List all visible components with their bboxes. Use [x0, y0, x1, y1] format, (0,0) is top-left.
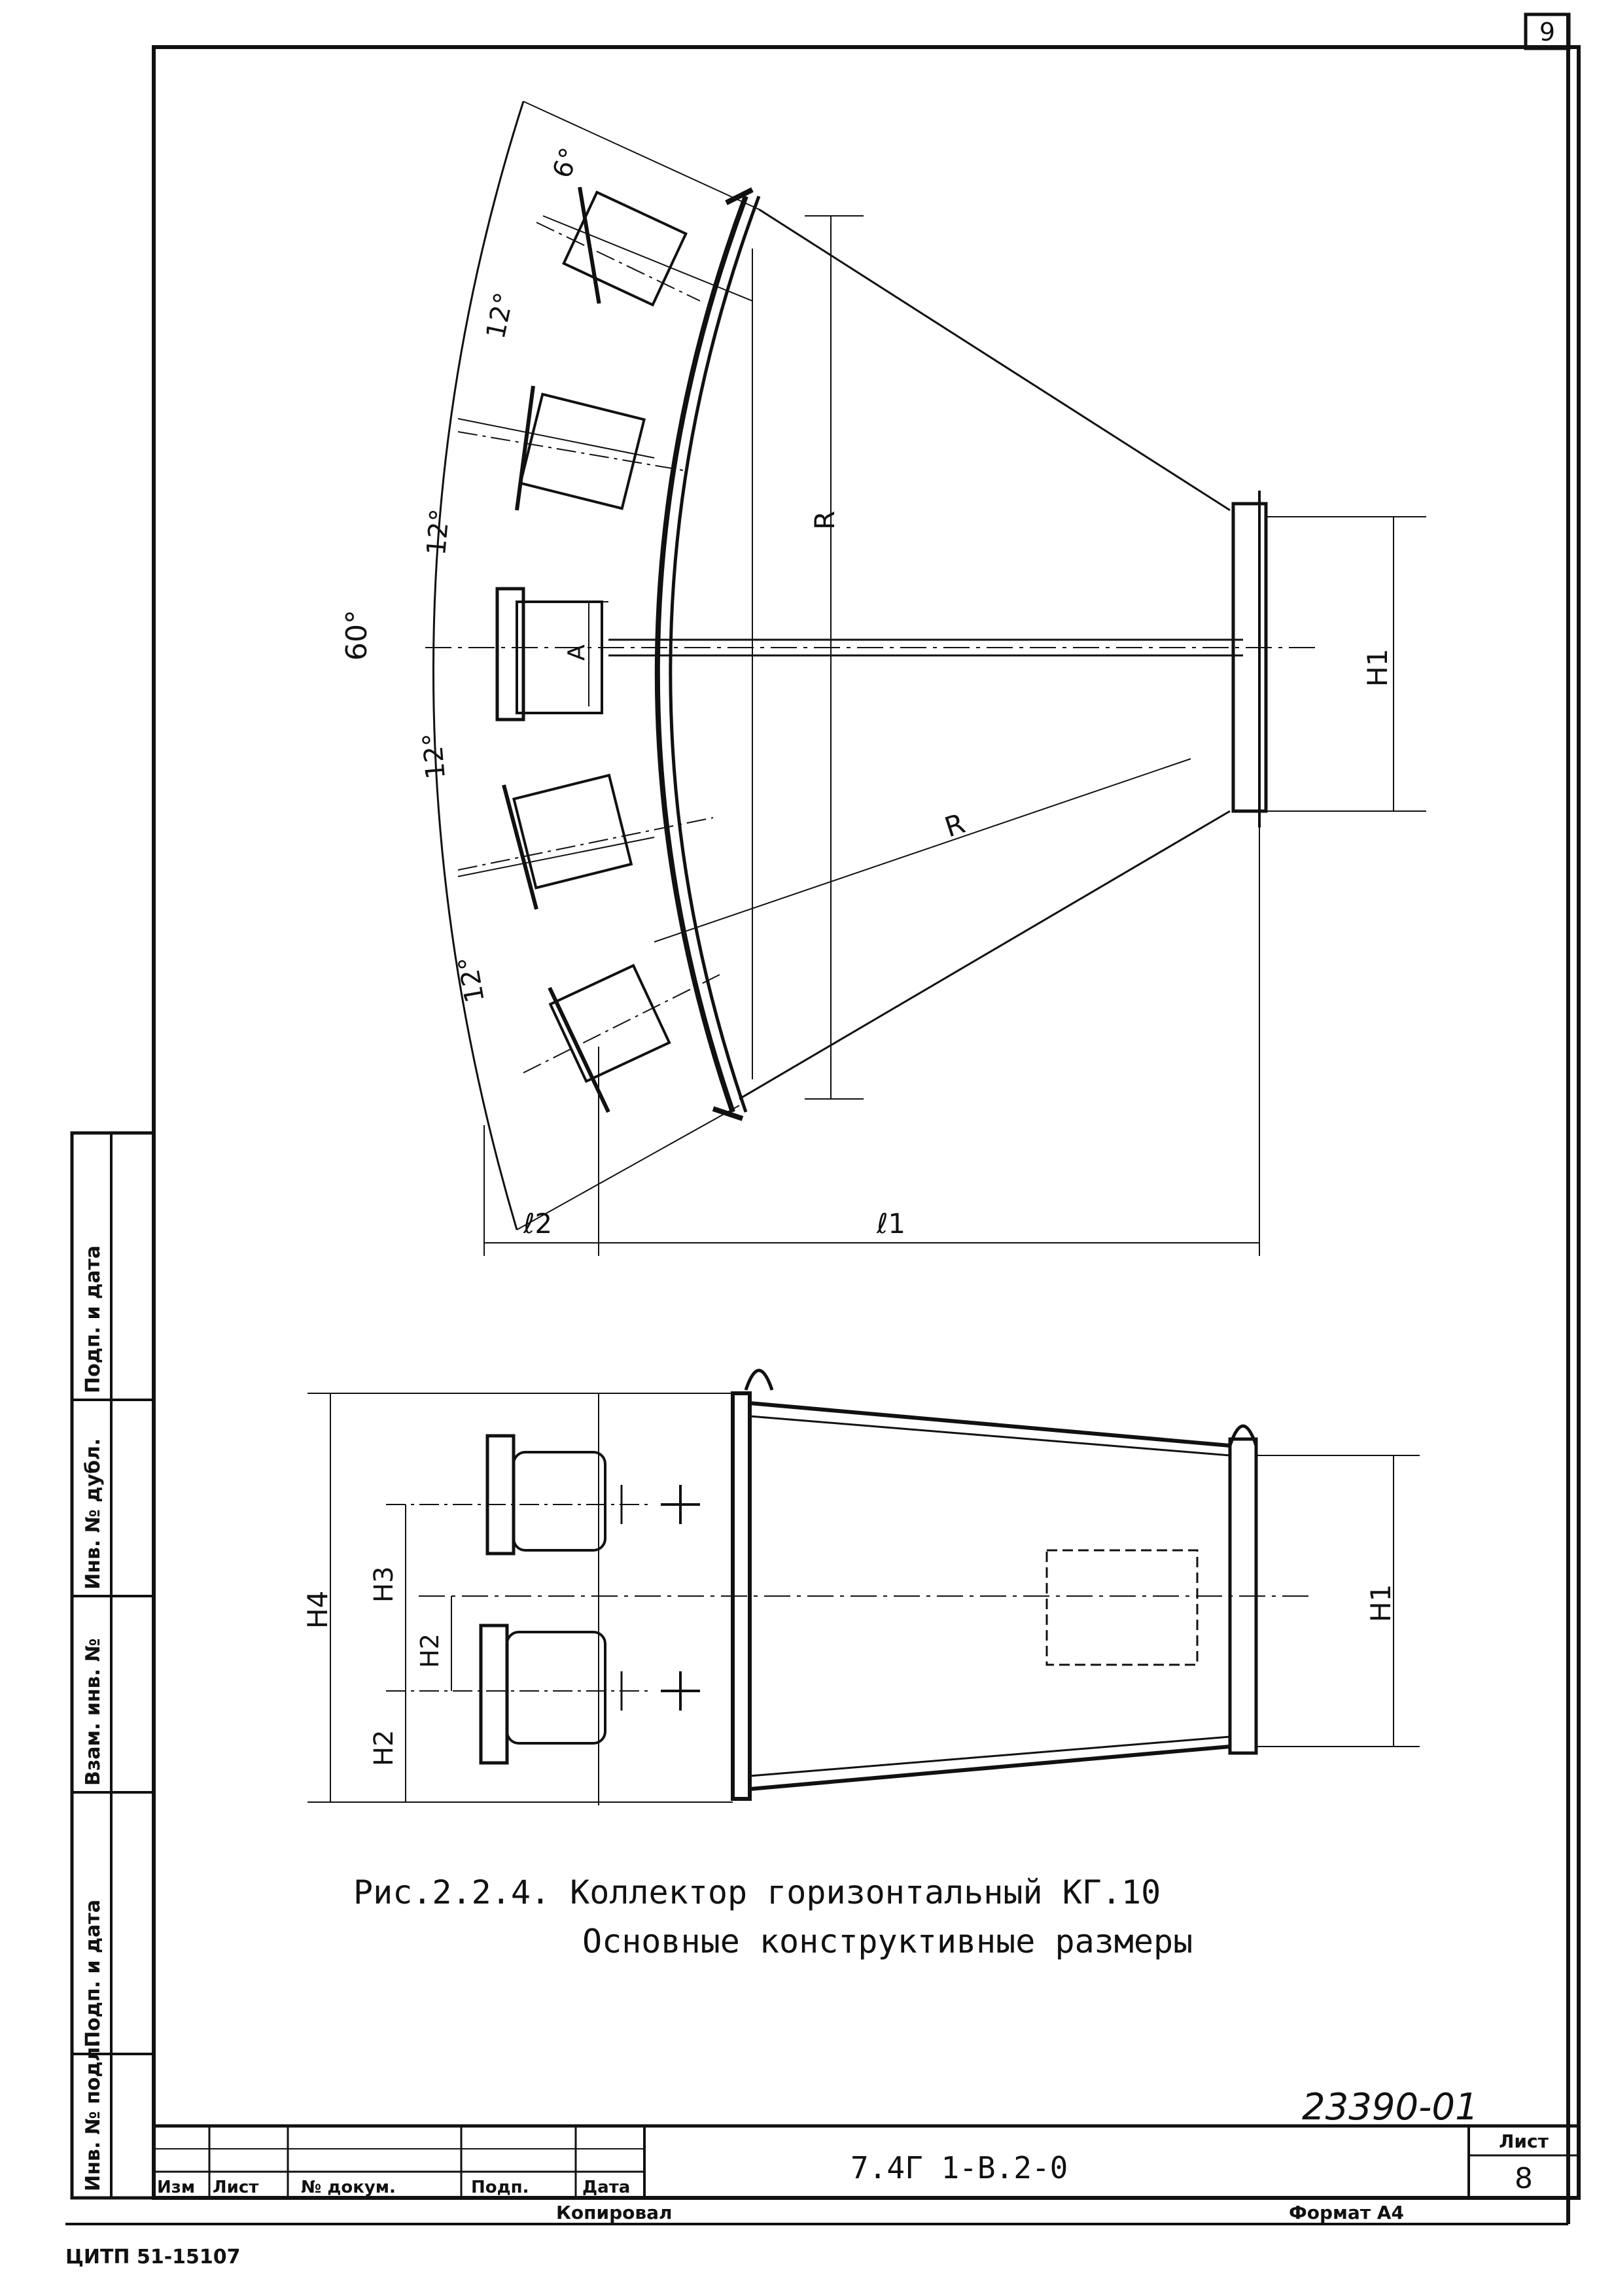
col-list: Лист — [213, 2178, 258, 2197]
dim-h1-plan: H1 — [1361, 649, 1394, 687]
side-nozzle-lower — [386, 1624, 700, 1765]
title-block: Изм Лист № докум. Подп. Дата 7.4Г 1-В.2-… — [152, 2086, 1581, 2223]
angle-label-4: 12° — [417, 731, 451, 780]
nozzle-4 — [457, 773, 714, 910]
col-doc: № докум. — [301, 2178, 396, 2197]
dim-h3-label: H3 — [369, 1566, 399, 1603]
nozzle-1 — [536, 186, 701, 307]
plan-view-labels: 60° 6° 12° 12° 12° 12° R R H1 A ℓ1 ℓ2 — [340, 144, 1394, 1240]
dim-l2-label: ℓ2 — [523, 1208, 552, 1240]
side-field-inv-podl: Инв. № подл. — [82, 2040, 105, 2191]
side-field-podp-1: Подп. и дата — [82, 1900, 105, 2047]
nozzle-5 — [523, 964, 720, 1113]
dim-a-label: A — [563, 644, 590, 661]
radius-label: R — [809, 511, 841, 530]
handwritten-doc-number: 23390-01 — [1302, 2086, 1479, 2129]
dim-h2-top-label: H2 — [415, 1633, 444, 1668]
side-stamp: Инв. № подл. Подп. и дата Взам. инв. № И… — [70, 1131, 156, 2200]
angle-total-label: 60° — [340, 610, 374, 661]
nozzle-3 — [495, 587, 608, 722]
col-date: Дата — [582, 2178, 630, 2197]
caption-line-1: Рис.2.2.4. Коллектор горизонтальный КГ.1… — [353, 1873, 1161, 1911]
sheet-number: 8 — [1515, 2162, 1533, 2195]
dim-h2-label: H2 — [369, 1730, 399, 1766]
radius-label-2: R — [941, 807, 969, 844]
side-field-inv-dubl: Инв. № дубл. — [82, 1438, 105, 1590]
plan-view-drawing — [425, 101, 1426, 1256]
side-view-drawing — [307, 1368, 1420, 1805]
side-field-vzam: Взам. инв. № — [82, 1638, 105, 1786]
nozzle-2 — [457, 385, 688, 511]
col-podp: Подп. — [471, 2178, 529, 2197]
sheet-number-box: 9 — [1524, 12, 1571, 50]
doc-designation: 7.4Г 1-В.2-0 — [851, 2150, 1068, 2185]
dim-h1-side: H1 — [1365, 1584, 1397, 1622]
figure-caption: Рис.2.2.4. Коллектор горизонтальный КГ.1… — [353, 1873, 1193, 1960]
side-field-podp-2: Подп. и дата — [82, 1245, 105, 1393]
side-view-labels: H4 H3 H2 H2 H1 — [302, 1566, 1397, 1766]
bottom-code: ЦИТП 51-15107 — [65, 2246, 241, 2269]
format-label: Формат А4 — [1289, 2202, 1404, 2223]
sheet-number-top: 9 — [1539, 18, 1555, 46]
sheet-label: Лист — [1499, 2131, 1549, 2152]
caption-line-2: Основные конструктивные размеры — [582, 1922, 1193, 1960]
angle-label-2: 12° — [481, 290, 520, 341]
dim-l1-label: ℓ1 — [876, 1208, 905, 1240]
col-izm: Изм — [157, 2178, 195, 2197]
angle-label-3: 12° — [421, 508, 455, 557]
copied-label: Копировал — [556, 2202, 673, 2223]
side-nozzle-upper — [386, 1434, 700, 1556]
angle-label-5: 12° — [453, 954, 491, 1005]
angle-label-1: 6° — [547, 144, 586, 182]
dim-h4-label: H4 — [302, 1591, 334, 1629]
